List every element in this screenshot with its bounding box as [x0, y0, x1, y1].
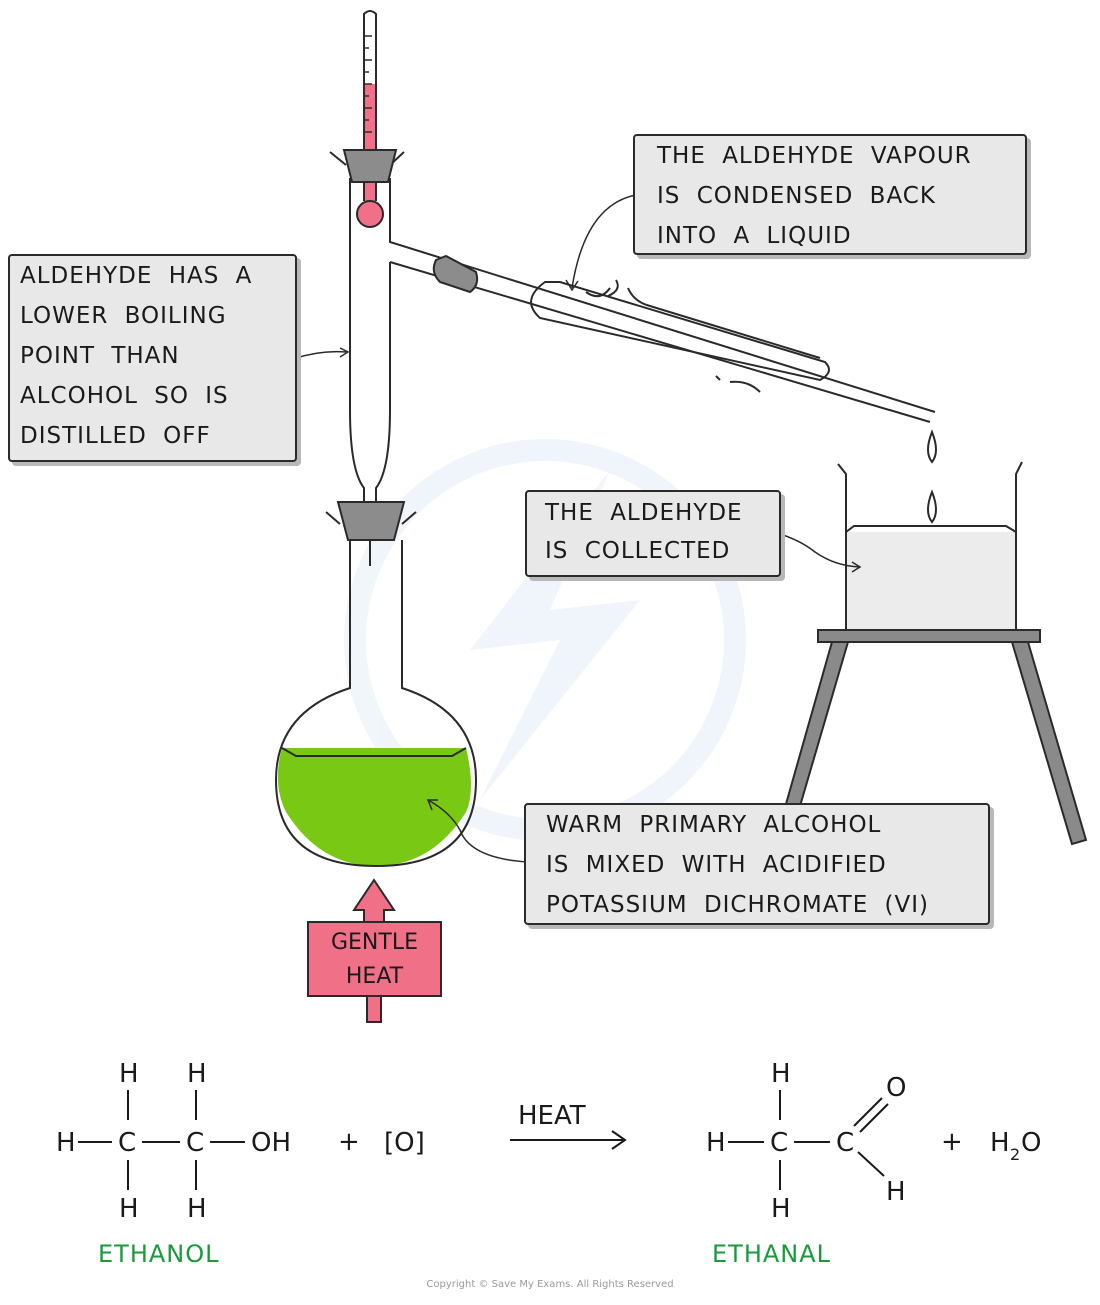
gentle-heat-label: GENTLE HEAT [307, 921, 442, 997]
still-head [329, 151, 936, 520]
plus-sign-1: + [338, 1127, 360, 1157]
ethanal-c2: C [836, 1128, 854, 1158]
droplet-icon [927, 489, 937, 524]
plus-sign-2: + [941, 1127, 963, 1157]
reaction-equation: H H H C C OH H H + [O] HEAT H [56, 1059, 1041, 1224]
ethanol-c1: C [118, 1128, 136, 1158]
condenser [530, 279, 830, 393]
ethanal-o: O [886, 1073, 906, 1103]
water-formula: H 2 O [990, 1128, 1041, 1164]
tripod-stand [784, 629, 1088, 846]
droplet-icon [927, 429, 937, 464]
ethanol-h-bottom1: H [119, 1194, 139, 1224]
arrow-label: HEAT [518, 1101, 586, 1131]
collection-beaker [837, 461, 1023, 633]
heat-arrow-icon [352, 878, 396, 1023]
ethanal-name: ETHANAL [712, 1240, 832, 1268]
water-h: H [990, 1128, 1010, 1158]
top-stopper [342, 149, 398, 183]
copyright-notice: Copyright © Save My Exams. All Rights Re… [426, 1279, 674, 1290]
thermometer-icon [356, 10, 384, 228]
flask-stopper [336, 501, 406, 541]
ethanol-h-bottom2: H [187, 1194, 207, 1224]
reaction-arrow [510, 1130, 627, 1150]
ethanal-h-bottom: H [771, 1194, 791, 1224]
ethanol-name: ETHANOL [98, 1240, 220, 1268]
round-bottom-flask [274, 540, 478, 868]
water-subscript: 2 [1010, 1145, 1020, 1164]
callout-vapour-condensed: THE ALDEHYDE VAPOUR IS CONDENSED BACK IN… [633, 134, 1027, 255]
condenser-clamp [432, 254, 479, 294]
callout-boiling-point: ALDEHYDE HAS A LOWER BOILING POINT THAN … [8, 254, 297, 462]
ethanol-h-left: H [56, 1128, 76, 1158]
ethanal-structure: H H C C O H H [706, 1059, 906, 1224]
oxidant-label: [O] [384, 1128, 425, 1158]
ethanal-c1: C [770, 1128, 788, 1158]
callout-warm-alcohol: WARM PRIMARY ALCOHOL IS MIXED WITH ACIDI… [524, 803, 990, 925]
ethanal-h-left: H [706, 1128, 726, 1158]
ethanol-oh: OH [251, 1128, 291, 1158]
ethanal-h-right: H [886, 1177, 906, 1207]
water-o: O [1021, 1128, 1041, 1158]
ethanol-h-top1: H [119, 1059, 139, 1089]
ethanal-h-top: H [771, 1059, 791, 1089]
ethanol-h-top2: H [187, 1059, 207, 1089]
ethanol-c2: C [186, 1128, 204, 1158]
ethanol-structure: H H H C C OH H H [56, 1059, 291, 1224]
callout-aldehyde-collected: THE ALDEHYDE IS COLLECTED [525, 490, 781, 577]
